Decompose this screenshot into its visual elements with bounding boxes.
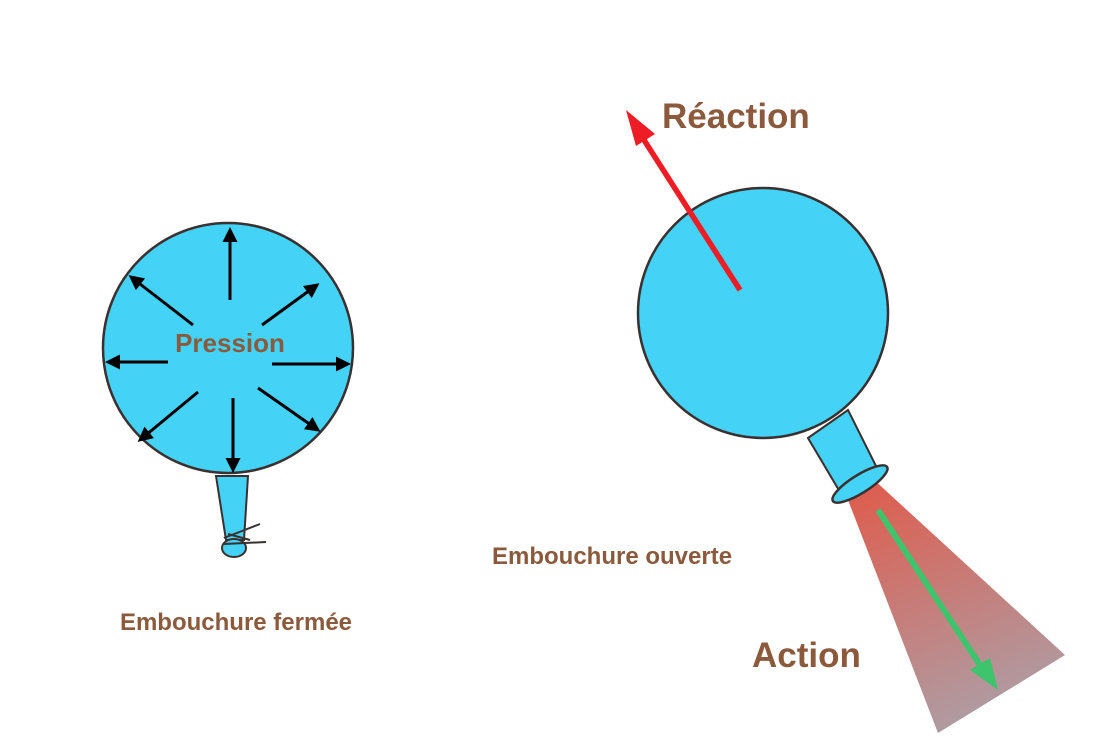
closed-balloon-neck xyxy=(214,475,250,541)
open-balloon-body xyxy=(636,186,890,440)
closed-balloon: Pression xyxy=(101,221,355,558)
pression-label: Pression xyxy=(175,328,285,358)
pressure-arrow-down-left xyxy=(137,390,199,442)
balloon-tie-knot xyxy=(223,523,267,545)
open-balloon xyxy=(626,110,1065,733)
pressure-arrow-down-right xyxy=(257,386,321,432)
reaction-arrow xyxy=(626,110,743,292)
closed-balloon-mouth xyxy=(221,538,247,558)
pressure-arrow-up-right xyxy=(261,283,320,327)
open-balloon-mouth xyxy=(831,464,889,504)
embouchure-fermee-label: Embouchure fermée xyxy=(120,609,352,636)
pressure-arrows xyxy=(105,227,351,473)
embouchure-ouverte-label: Embouchure ouverte xyxy=(492,543,732,570)
action-arrow xyxy=(875,508,998,690)
reaction-label: Réaction xyxy=(662,97,810,136)
pressure-arrow-up-left xyxy=(128,275,194,327)
action-label: Action xyxy=(752,636,861,675)
